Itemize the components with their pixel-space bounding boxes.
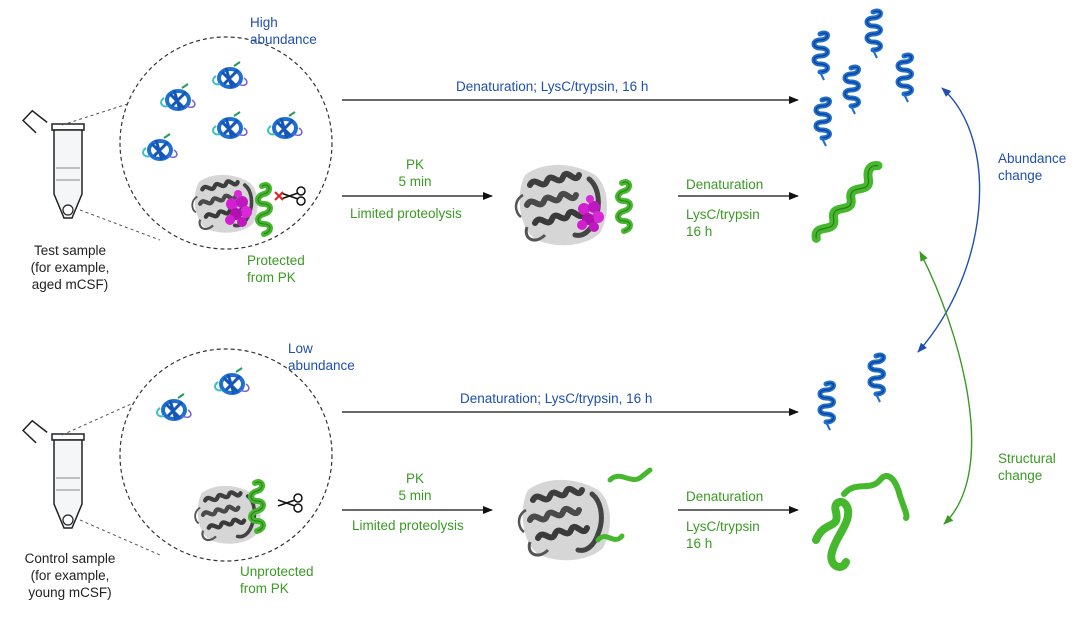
structural-change-label: Structural change	[998, 450, 1056, 484]
helix-icon	[814, 33, 828, 80]
limited-proteolysis-label-top: Limited proteolysis	[350, 206, 462, 221]
protected-label: Protected from PK	[247, 252, 305, 286]
blocked-cut-icon	[274, 191, 284, 201]
digest-label-top: LysC/trypsin 16 h	[686, 206, 760, 240]
protein-icon	[192, 175, 257, 233]
tube-icon	[20, 106, 85, 219]
structural-change-line: Structural	[998, 451, 1056, 466]
direct-digest-label-top: Denaturation; LysC/trypsin, 16 h	[456, 79, 649, 94]
sample-label-line: (for example,	[30, 568, 110, 583]
bottom-control-sample-panel	[20, 348, 333, 562]
unprotected-label: Unprotected from PK	[240, 563, 314, 597]
digest-label-line: LysC/trypsin	[686, 519, 760, 534]
callout-line	[79, 209, 161, 241]
callout-line	[79, 519, 161, 556]
control-sample-label: Control sample (for example, young mCSF)	[12, 550, 128, 601]
abundance-change-arrow	[917, 87, 981, 353]
protection-label-line: from PK	[240, 581, 289, 596]
structural-change-arrow	[919, 251, 973, 525]
abundance-change-label: Abundance change	[998, 150, 1066, 184]
abundance-label-line: High	[250, 15, 278, 30]
high-abundance-label: High abundance	[250, 14, 317, 48]
helix-icon	[816, 99, 830, 146]
top-green-peptide	[811, 161, 883, 243]
helix-icon	[595, 533, 625, 543]
bottom-green-fragments	[812, 473, 910, 571]
low-abundance-label: Low abundance	[288, 340, 355, 374]
abundance-label-line: Low	[288, 341, 313, 356]
helix-icon	[898, 55, 912, 102]
pk-label-line: PK	[405, 157, 424, 172]
helix-icon	[870, 355, 884, 402]
bottom-blue-peptides	[820, 355, 884, 430]
protection-label-line: Protected	[247, 253, 305, 268]
digest-label-line: 16 h	[686, 224, 713, 239]
sample-label-line: Control sample	[24, 551, 116, 566]
limited-proteolysis-label-bottom: Limited proteolysis	[352, 518, 464, 533]
sample-label-line: Test sample	[33, 243, 107, 258]
helix-icon	[607, 467, 653, 483]
helix-icon	[845, 67, 859, 114]
tube-icon	[20, 416, 85, 529]
helix-icon	[867, 11, 881, 58]
pk-label-line: 5 min	[398, 174, 432, 189]
abundance-change-line: change	[998, 168, 1043, 183]
protection-label-line: Unprotected	[240, 564, 314, 579]
test-sample-label: Test sample (for example, aged mCSF)	[20, 242, 120, 293]
pk-label-top: PK 5 min	[380, 156, 450, 190]
denaturation-label-bottom: Denaturation	[686, 489, 764, 504]
callout-line	[61, 399, 141, 436]
abundance-label-line: abundance	[288, 358, 355, 373]
sample-label-line: (for example,	[30, 260, 110, 275]
helix-icon	[618, 182, 630, 231]
bottom-pk-protein	[519, 467, 653, 560]
protein-icon	[519, 480, 610, 560]
digest-label-bottom: LysC/trypsin 16 h	[686, 518, 760, 552]
pk-label-line: PK	[405, 471, 424, 486]
abundance-label-line: abundance	[250, 32, 317, 47]
denaturation-label-top: Denaturation	[686, 177, 764, 192]
sample-label-line: aged mCSF)	[31, 277, 109, 292]
direct-digest-label-bottom: Denaturation; LysC/trypsin, 16 h	[460, 391, 653, 406]
sample-label-line: young mCSF)	[28, 585, 112, 600]
pk-label-bottom: PK 5 min	[380, 470, 450, 504]
digest-label-line: LysC/trypsin	[686, 207, 760, 222]
helix-icon	[820, 383, 834, 430]
pk-label-line: 5 min	[398, 488, 432, 503]
protection-label-line: from PK	[247, 270, 296, 285]
top-blue-peptides	[814, 11, 912, 146]
top-pk-protein	[516, 165, 630, 245]
digest-label-line: 16 h	[686, 536, 713, 551]
top-test-sample-panel	[20, 36, 333, 250]
structural-change-line: change	[998, 468, 1043, 483]
abundance-change-line: Abundance	[998, 151, 1067, 166]
